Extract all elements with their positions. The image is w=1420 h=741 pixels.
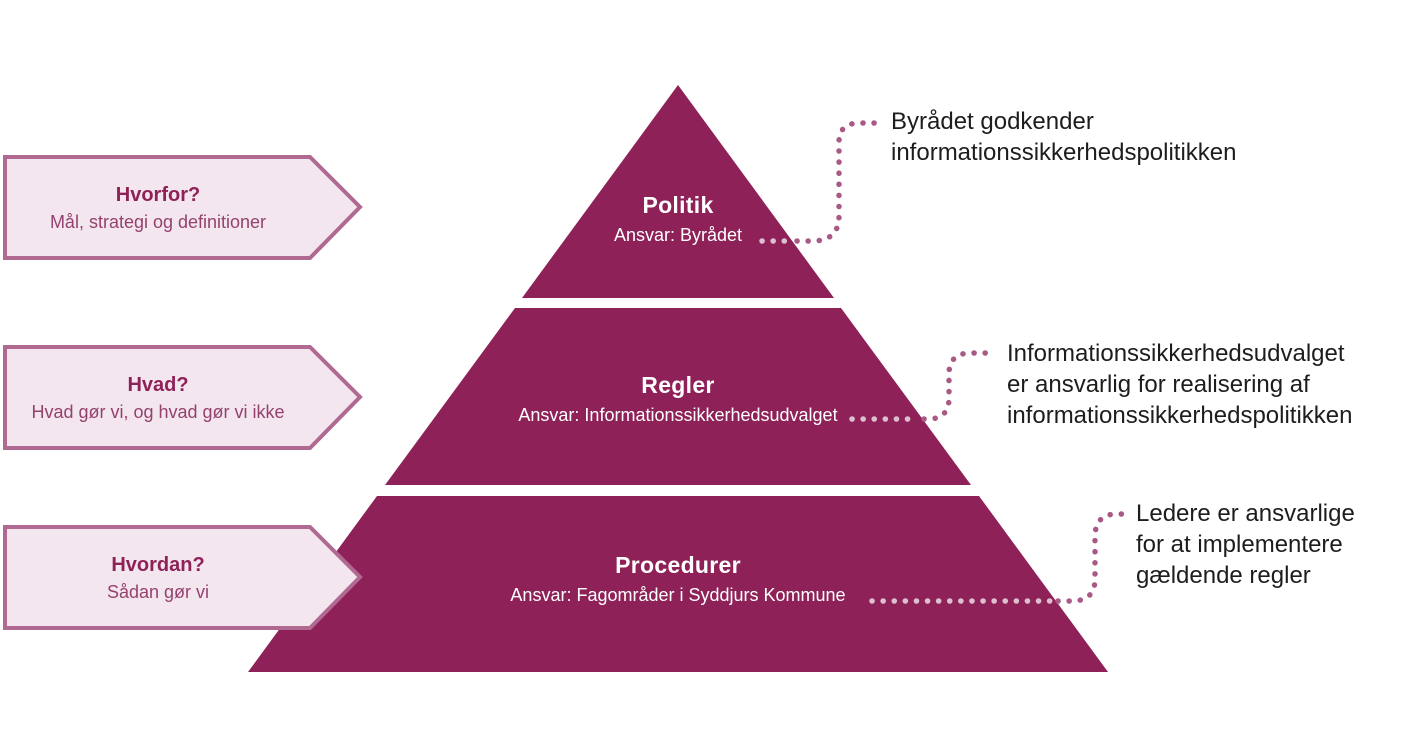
arrow-subtitle: Sådan gør vi (106, 581, 210, 602)
arrow-label-hvad: Hvad? Hvad gør vi, og hvad gør vi ikke (8, 349, 308, 446)
tier-responsibility: Ansvar: Fagområder i Syddjurs Kommune (510, 585, 846, 605)
tier-label-regler: Regler Ansvar: Informationssikkerhedsudv… (453, 372, 903, 426)
annotation-line: Informationssikkerhedsudvalget (1007, 340, 1345, 367)
annotation-line: informationssikkerhedspolitikken (891, 139, 1237, 166)
pyramid-tier-regler (385, 308, 971, 485)
annotation-line: er ansvarlig for realisering af (1007, 371, 1310, 398)
arrow-label-hvorfor: Hvorfor? Mål, strategi og definitioner (8, 159, 308, 256)
annotation-line: informationssikkerhedspolitikken (1007, 402, 1353, 429)
arrow-title: Hvordan? (111, 553, 205, 576)
tier-label-politik: Politik Ansvar: Byrådet (522, 192, 834, 246)
arrow-title: Hvad? (127, 373, 189, 396)
arrow-shape-hvorfor (3, 155, 363, 260)
connector-procedurer-dotted-line (869, 511, 1130, 604)
tier-label-procedurer: Procedurer Ansvar: Fagområder i Syddjurs… (453, 552, 903, 606)
annotation-line: Byrådet godkender (891, 108, 1094, 135)
connector-politik-dotted-line (759, 120, 879, 244)
annotation-line: gældende regler (1136, 562, 1311, 589)
arrow-subtitle: Hvad gør vi, og hvad gør vi ikke (31, 401, 285, 422)
connector-regler-dotted-line (849, 350, 991, 422)
arrow-shape-hvordan (3, 525, 363, 630)
tier-title: Politik (642, 192, 714, 218)
arrow-subtitle: Mål, strategi og definitioner (49, 211, 267, 232)
annotation-ledere: Ledere er ansvarlige for at implementere… (1136, 498, 1355, 591)
arrow-title: Hvorfor? (115, 183, 201, 206)
tier-responsibility: Ansvar: Byrådet (613, 225, 743, 245)
arrow-label-hvordan: Hvordan? Sådan gør vi (8, 529, 308, 626)
annotation-byraadet: Byrådet godkender informationssikkerheds… (891, 106, 1237, 168)
pyramid-tier-procedurer (248, 496, 1108, 672)
tier-title: Procedurer (615, 552, 741, 578)
tier-title: Regler (641, 372, 715, 398)
annotation-line: for at implementere (1136, 531, 1343, 558)
arrow-shape-hvad (3, 345, 363, 450)
annotation-line: Ledere er ansvarlige (1136, 500, 1355, 527)
tier-responsibility: Ansvar: Informationssikkerhedsudvalget (518, 405, 838, 425)
pyramid-tier-politik (522, 85, 834, 298)
annotation-udvalget: Informationssikkerhedsudvalget er ansvar… (1007, 338, 1353, 431)
